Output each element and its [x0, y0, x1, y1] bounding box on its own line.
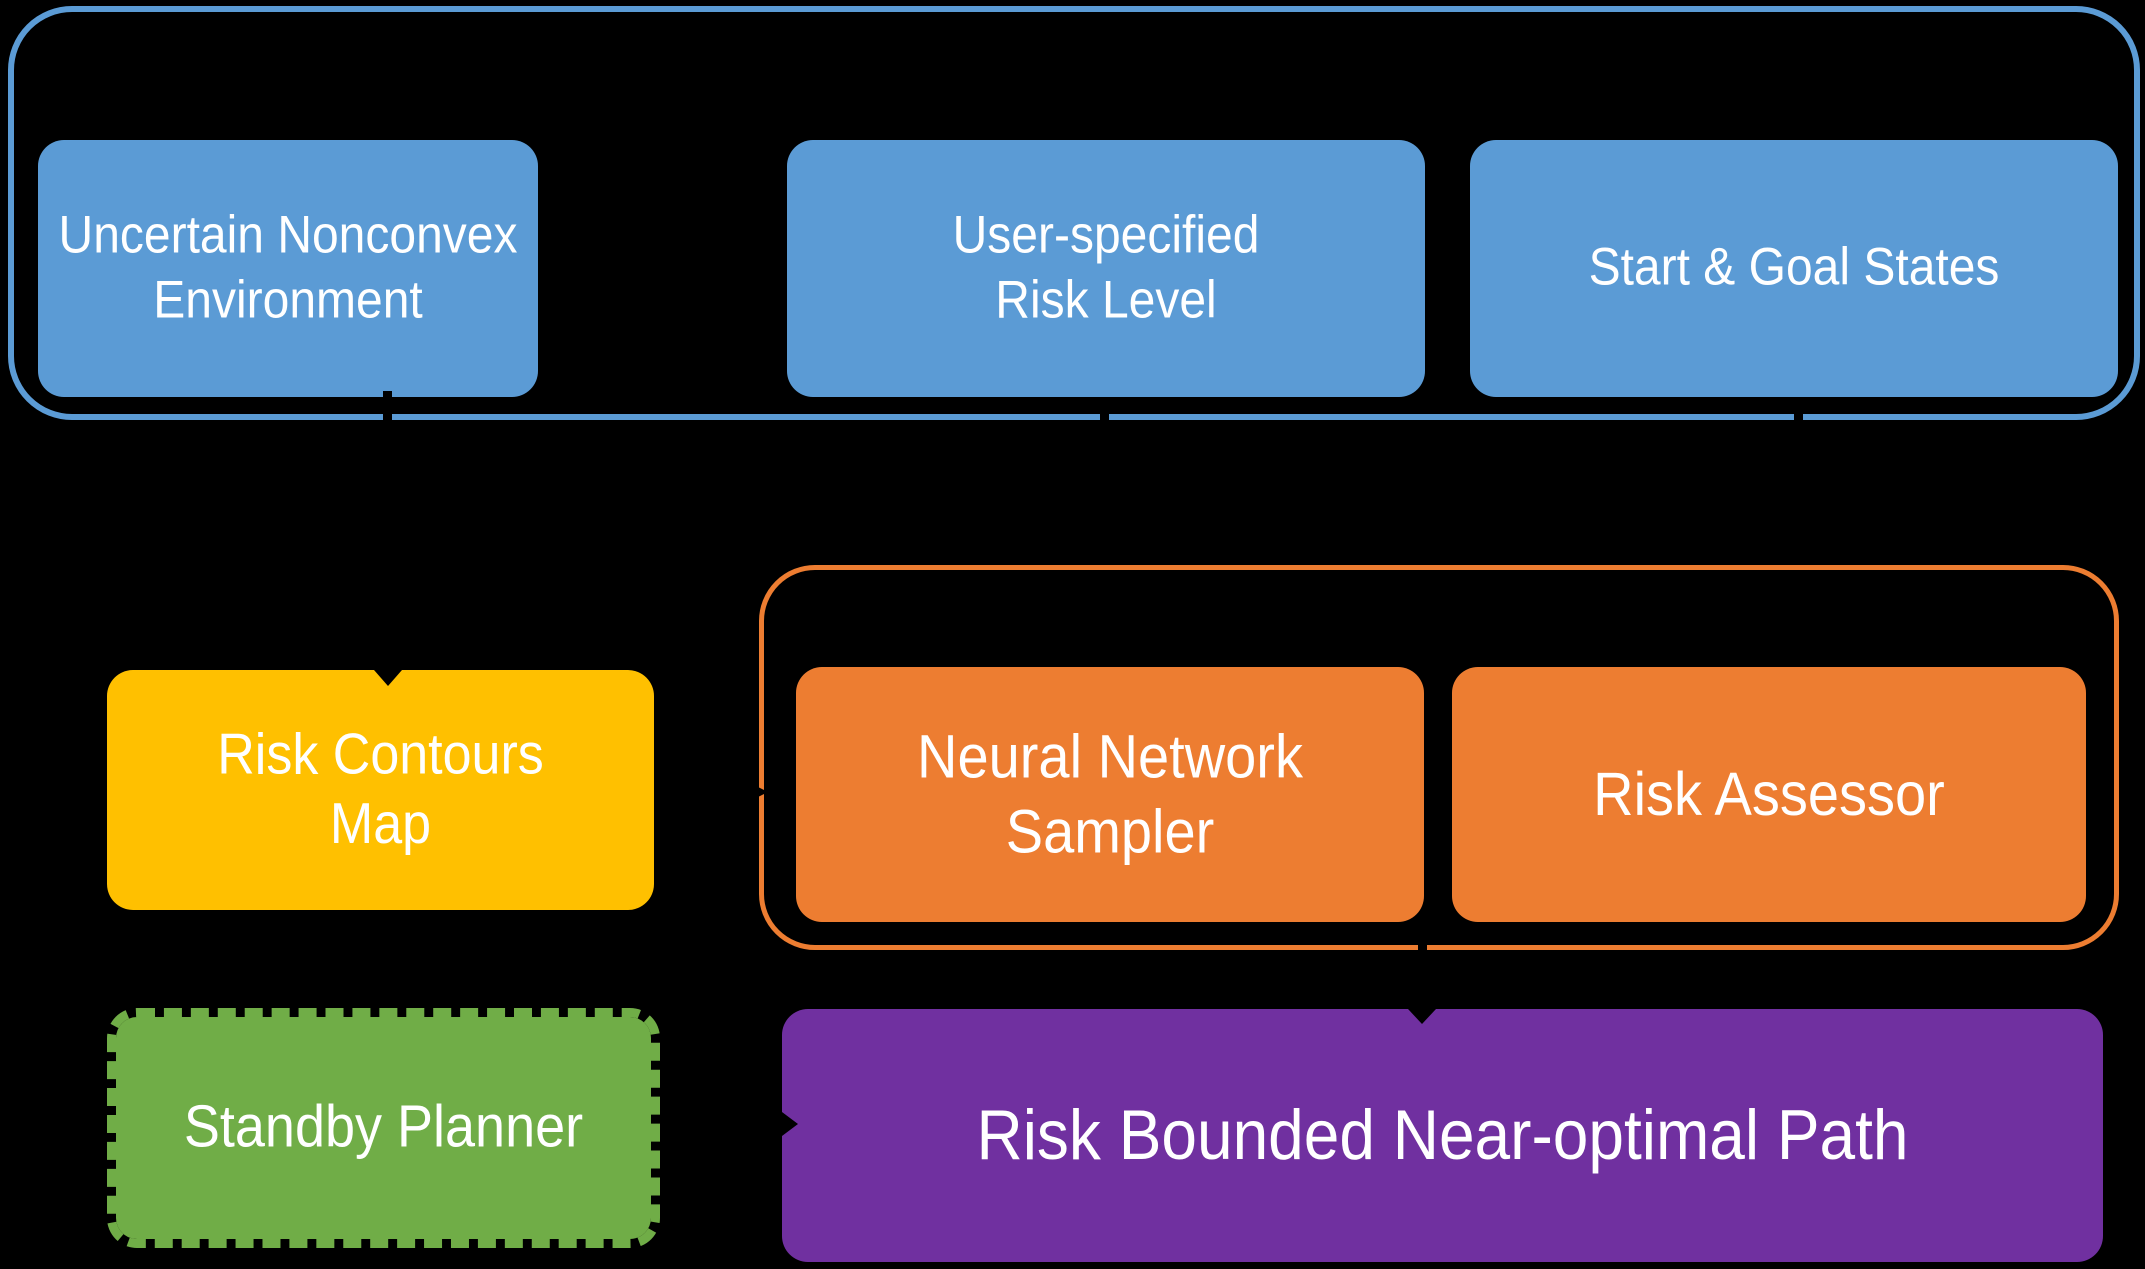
- box-risk-assessor: Risk Assessor: [1452, 667, 2086, 922]
- box-start-goal-states-label: Start & Goal States: [1588, 238, 2000, 297]
- box-neural-network-sampler: Neural Network Sampler: [796, 667, 1424, 922]
- sampler-group-container: [759, 565, 2119, 950]
- box-standby-planner-label: Standby Planner: [183, 1093, 584, 1160]
- box-risk-assessor-label: Risk Assessor: [1593, 759, 1945, 829]
- box-user-specified-risk-level: User-specified Risk Level: [787, 140, 1425, 397]
- connector-tick-blue-border-middle: [1100, 398, 1109, 436]
- arrow-notch-yellow-box-top: [374, 670, 402, 686]
- arrow-notch-orange-group-left: [748, 782, 768, 802]
- arrow-notch-purple-box-top: [1408, 1009, 1436, 1024]
- box-risk-bounded-near-optimal-path: Risk Bounded Near-optimal Path: [782, 1009, 2103, 1262]
- box-risk-bounded-near-optimal-path-label: Risk Bounded Near-optimal Path: [976, 1095, 1909, 1176]
- box-user-specified-risk-level-label: User-specified Risk Level: [952, 206, 1260, 329]
- connector-tick-blue-border-right: [1794, 398, 1803, 436]
- arrow-notch-purple-box-left: [782, 1112, 798, 1136]
- inputs-group-container: [8, 6, 2140, 420]
- box-risk-contours-map-label: Risk Contours Map: [217, 722, 544, 856]
- box-start-goal-states: Start & Goal States: [1470, 140, 2118, 397]
- box-standby-planner: Standby Planner: [107, 1008, 660, 1248]
- connector-tick-orange-border-bottom: [1418, 934, 1427, 958]
- box-uncertain-nonconvex-environment: Uncertain Nonconvex Environment: [38, 140, 538, 397]
- box-risk-contours-map: Risk Contours Map: [107, 670, 654, 910]
- connector-tick-blue-border-left: [383, 391, 392, 437]
- box-uncertain-nonconvex-environment-label: Uncertain Nonconvex Environment: [58, 206, 518, 329]
- box-neural-network-sampler-label: Neural Network Sampler: [917, 721, 1303, 866]
